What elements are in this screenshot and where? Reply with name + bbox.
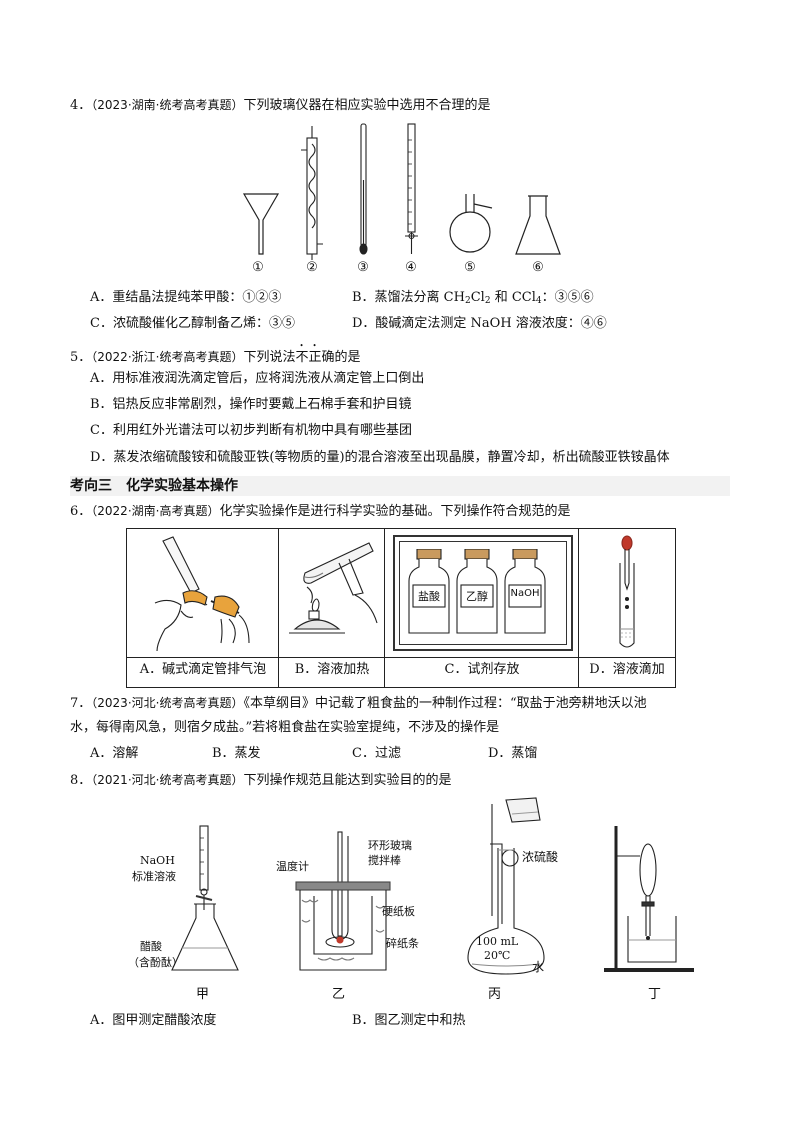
q4-glassware-figure: [242, 123, 561, 260]
bottle-label-hcl: 盐酸: [418, 590, 440, 603]
q6-option-c: C．试剂存放: [444, 662, 520, 677]
condenser-icon: [301, 126, 323, 260]
q4-number: 4．: [70, 98, 92, 113]
thermometer-icon: [359, 123, 368, 255]
bing-label-water: 水: [532, 960, 545, 974]
q6-option-b: B．溶液加热: [294, 662, 370, 677]
yi-label-stirrer-2: 搅拌棒: [368, 854, 401, 867]
jia-label-standard: 标准溶液: [132, 870, 176, 883]
q4-source: （2023·湖南·统考高考真题）: [91, 98, 244, 112]
jia-label-naoh: NaOH: [140, 854, 175, 867]
q4-stem: 4．（2023·湖南·统考高考真题）下列玻璃仪器在相应实验中选用不合理的是: [70, 96, 490, 115]
bing-label-acid: 浓硫酸: [522, 850, 559, 864]
q6-figure-a: [154, 536, 250, 652]
q6-option-d: D．溶液滴加: [589, 662, 665, 677]
ding-name: 丁: [648, 987, 662, 1002]
q4-label-1: ①: [252, 260, 264, 275]
q8-figure-bing: [467, 797, 545, 975]
q8-option-a: A．图甲测定醋酸浓度: [90, 1013, 217, 1028]
bing-label-temp: 20℃: [484, 949, 511, 962]
q6-figure-d: [619, 535, 635, 648]
q5-source: （2022·浙江·统考高考真题）: [91, 350, 244, 364]
q5-option-c: C．利用红外光谱法可以初步判断有机物中具有哪些基团: [90, 423, 412, 438]
bottle-label-ethanol: 乙醇: [466, 590, 488, 603]
q6-figure-b: [289, 542, 378, 634]
section-heading: 考向三化学实验基本操作: [70, 476, 730, 496]
yi-name: 乙: [332, 987, 346, 1002]
q6-options-table: 盐酸 乙醇 NaOH A．碱式滴定管排气泡 B．溶液加热 C．试剂存放 D．溶液…: [126, 528, 676, 688]
q4-option-a: A．重结晶法提纯苯甲酸：①②③: [90, 290, 282, 305]
q6-question: 化学实验操作是进行科学实验的基础。下列操作符合规范的是: [219, 504, 571, 519]
bing-label-volume: 100 mL: [476, 935, 519, 948]
yi-label-cardboard: 硬纸板: [382, 905, 415, 918]
q4-option-c: C．浓硫酸催化乙醇制备乙烯：③⑤: [90, 316, 295, 331]
q8-option-b: B．图乙测定中和热: [352, 1013, 466, 1028]
q8-question: 下列操作规范且能达到实验目的的是: [243, 773, 452, 788]
q5-number: 5．: [70, 350, 92, 365]
q4-option-b: B．蒸馏法分离 CH2Cl2 和 CCl4：③⑤⑥: [352, 290, 594, 306]
q4-label-3: ③: [357, 260, 369, 275]
distilling-flask-icon: [449, 194, 493, 253]
q6-number: 6．: [70, 504, 92, 519]
q5-option-a: A．用标准液润洗滴定管后，应将润洗液从滴定管上口倒出: [90, 371, 425, 386]
q4-question: 下列玻璃仪器在相应实验中选用不合理的是: [243, 98, 491, 113]
q7-option-c: C．过滤: [352, 746, 401, 761]
q6-cell-b: [279, 529, 385, 687]
q6-cell-c: [385, 529, 579, 687]
q8-figure-yi: [295, 831, 391, 971]
bottle-label-naoh: NaOH: [510, 588, 540, 599]
q8-figure-jia: [171, 825, 239, 971]
q5-option-b: B．铝热反应非常剧烈，操作时要戴上石棉手套和护目镜: [90, 397, 412, 412]
q5-stem: 5．（2022·浙江·统考高考真题）下列说法不正确的是: [70, 350, 361, 365]
q6-option-a: A．碱式滴定管排气泡: [139, 662, 267, 677]
q8-source: （2021·河北·统考高考真题）: [91, 773, 244, 787]
q7-stem-line1: 7．（2023·河北·统考高考真题）《本草纲目》中记载了粗食盐的一种制作过程：“…: [70, 696, 647, 711]
burette-icon: [405, 123, 418, 254]
q8-number: 8．: [70, 773, 92, 788]
jia-label-indicator: （含酚酞）: [128, 956, 183, 969]
q7-number: 7．: [70, 696, 92, 711]
jia-label-acetic-acid: 醋酸: [140, 940, 162, 953]
q7-option-b: B．蒸发: [212, 746, 261, 761]
q6-cell-a: [127, 529, 279, 687]
yi-label-thermometer: 温度计: [276, 860, 309, 873]
q5-option-d: D．蒸发浓缩硫酸铵和硫酸亚铁(等物质的量)的混合溶液至出现晶膜，静置冷却，析出硫…: [90, 450, 670, 465]
q4-option-d: D．酸碱滴定法测定 NaOH 溶液浓度：④⑥: [352, 316, 607, 331]
q6-source: （2022·湖南·高考真题）: [91, 504, 220, 518]
q7-stem-line2: 水，每得南风急，则宿夕成盐。”若将粗食盐在实验室提纯，不涉及的操作是: [70, 720, 500, 735]
funnel-icon: [242, 193, 280, 255]
q6-stem: 6．（2022·湖南·高考真题）化学实验操作是进行科学实验的基础。下列操作符合规…: [70, 502, 570, 521]
yi-label-paper: 碎纸条: [386, 937, 419, 950]
q5-emphasis: 不正: [295, 350, 322, 365]
q7-option-d: D．蒸馏: [488, 746, 538, 761]
q7-option-a: A．溶解: [90, 746, 139, 761]
jia-name: 甲: [196, 987, 210, 1002]
q8-stem: 8．（2021·河北·统考高考真题）下列操作规范且能达到实验目的的是: [70, 771, 451, 790]
q7-source: （2023·河北·统考高考真题）: [91, 696, 244, 710]
q4-label-5: ⑤: [464, 260, 476, 275]
bing-name: 丙: [488, 987, 502, 1002]
conical-flask-icon: [515, 195, 561, 255]
q8-figure-ding: [604, 826, 694, 972]
q4-label-6: ⑥: [532, 260, 544, 275]
q6-figure-c: 盐酸 乙醇 NaOH: [393, 535, 573, 651]
q4-label-4: ④: [405, 260, 417, 275]
yi-label-stirrer-1: 环形玻璃: [368, 839, 412, 852]
q4-label-2: ②: [306, 260, 318, 275]
